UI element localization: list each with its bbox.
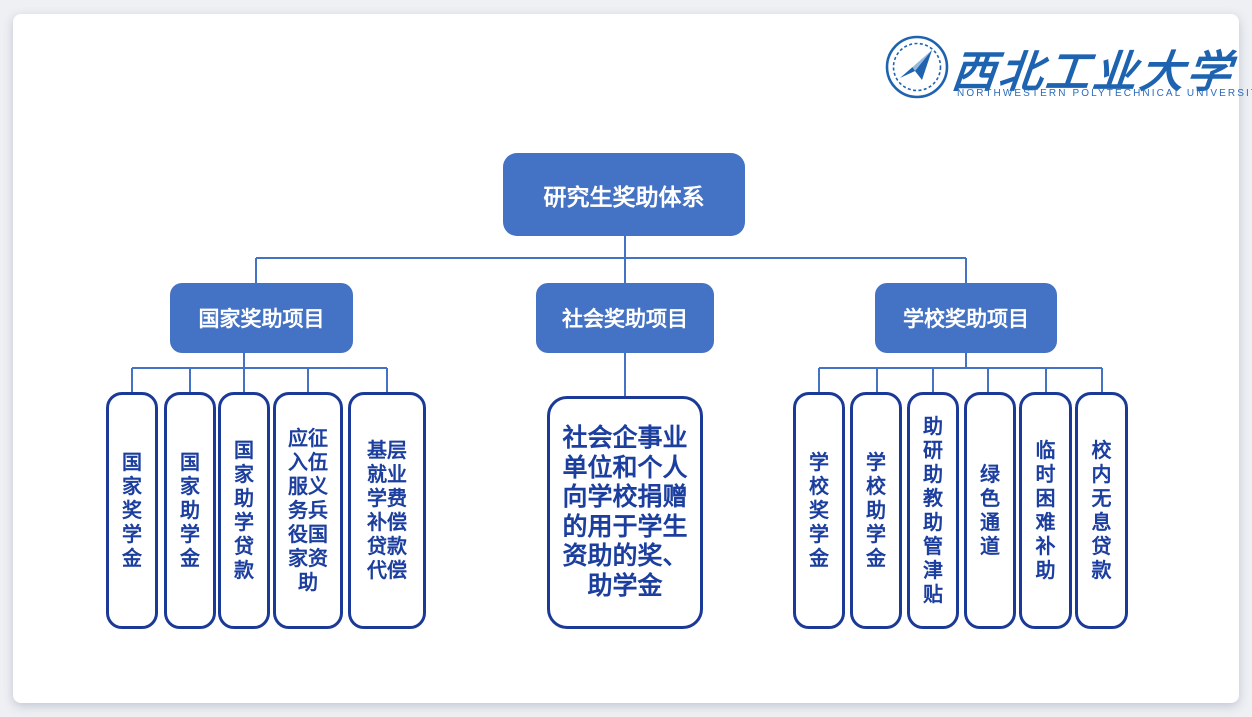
branch-node-label: 学校奖助项目 <box>903 308 1029 331</box>
leaf-node: 临时困难补助 <box>1019 392 1072 629</box>
leaf-label: 临时困难补助 <box>1035 439 1056 582</box>
leaf-label: 学校助学金 <box>866 451 886 570</box>
branch-node-label: 社会奖助项目 <box>562 308 688 331</box>
leaf-node: 校内无息贷款 <box>1075 392 1128 629</box>
branch-node-school: 学校奖助项目 <box>875 283 1057 353</box>
leaf-label: 社会企事业单位和个人向学校捐赠的用于学生资助的奖、助学金 <box>562 424 688 600</box>
leaf-node: 社会企事业单位和个人向学校捐赠的用于学生资助的奖、助学金 <box>547 396 703 629</box>
leaf-node: 绿色通道 <box>964 392 1016 629</box>
leaf-node: 基层就业学费补偿贷款代偿 <box>348 392 426 629</box>
leaf-label: 国家助学金 <box>180 451 200 570</box>
npu-emblem-icon <box>885 35 949 99</box>
branch-node-social: 社会奖助项目 <box>536 283 714 353</box>
branch-node-label: 国家奖助项目 <box>198 308 325 331</box>
leaf-label: 国家助学贷款 <box>234 439 254 582</box>
leaf-label: 基层就业学费补偿贷款代偿 <box>367 439 407 582</box>
root-node: 研究生奖助体系 <box>503 153 745 236</box>
branch-node-national: 国家奖助项目 <box>170 283 353 353</box>
leaf-node: 应征入伍服义务兵役国家资助 <box>273 392 343 629</box>
leaf-node: 学校奖学金 <box>793 392 845 629</box>
leaf-node: 国家助学金 <box>164 392 216 629</box>
leaf-label: 学校奖学金 <box>809 451 829 570</box>
leaf-node: 学校助学金 <box>850 392 902 629</box>
leaf-label: 绿色通道 <box>980 463 1000 558</box>
leaf-label: 应征入伍服义务兵役国家资助 <box>288 427 328 594</box>
university-name-cn: 西北工业大学 <box>949 48 1237 97</box>
leaf-label: 校内无息贷款 <box>1091 439 1112 582</box>
leaf-node: 助研助教助管津贴 <box>907 392 959 629</box>
leaf-node: 国家奖学金 <box>106 392 158 629</box>
university-name-en: NORTHWESTERN POLYTECHNICAL UNIVERSITY <box>957 88 1252 99</box>
root-node-label: 研究生奖助体系 <box>543 183 705 210</box>
leaf-node: 国家助学贷款 <box>218 392 270 629</box>
leaf-label: 助研助教助管津贴 <box>923 415 943 606</box>
leaf-label: 国家奖学金 <box>122 451 142 570</box>
